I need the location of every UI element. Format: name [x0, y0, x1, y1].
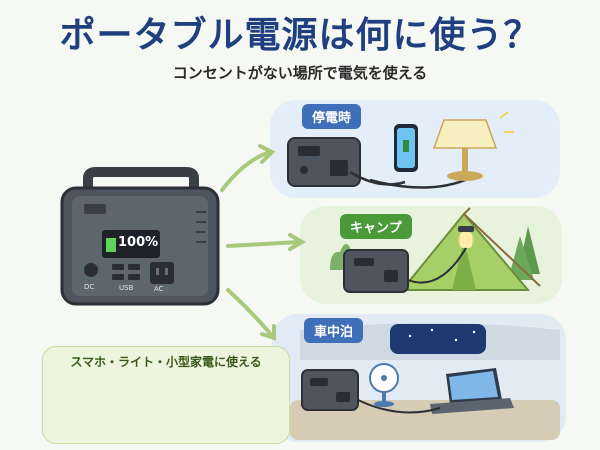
blackout-scene	[287, 111, 514, 189]
power-station-icon	[60, 167, 220, 306]
station-ac-label: AC	[154, 285, 164, 293]
car-scene	[290, 323, 560, 440]
arrow-to-camp	[226, 233, 306, 251]
car-window	[390, 324, 486, 354]
camp-scene	[330, 207, 541, 293]
small-station-icon	[287, 137, 361, 187]
arrow-to-blackout	[220, 144, 276, 192]
laptop-icon	[430, 368, 514, 414]
scene-label-car: 車中泊	[304, 318, 364, 343]
lantern-icon	[458, 226, 474, 248]
station-dc-label: DC	[84, 283, 95, 291]
scene-label-camp: キャンプ	[340, 214, 412, 239]
uses-box: スマホ・ライト・小型家電に使える	[42, 346, 290, 444]
station-display: 100%	[118, 235, 159, 250]
page-subtitle: コンセントがない場所で電気を使える	[172, 64, 428, 82]
scene-label-blackout: 停電時	[302, 104, 362, 129]
desk-fan-icon	[369, 363, 399, 407]
page-title: ポータブル電源は何に使う？	[59, 15, 541, 56]
station-usb-label: USB	[119, 284, 134, 292]
table-lamp-icon	[432, 111, 514, 181]
arrow-to-car	[226, 288, 276, 341]
uses-label: スマホ・ライト・小型家電に使える	[70, 355, 262, 369]
